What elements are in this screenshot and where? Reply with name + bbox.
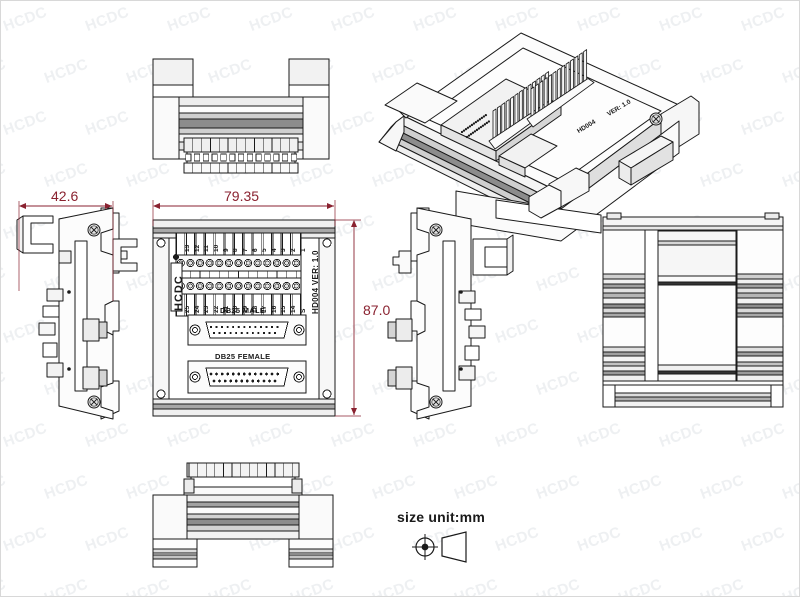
- terminal-number-bottom: 19: [241, 305, 249, 313]
- terminal-number-bottom: 15: [280, 305, 288, 313]
- terminal-number-bottom: 24: [193, 305, 201, 313]
- terminal-number-top: 2: [289, 248, 297, 252]
- terminal-number-top: 3: [280, 248, 288, 252]
- size-unit-note: size unit:mm: [397, 509, 485, 525]
- terminal-number-top: 12: [193, 244, 201, 252]
- terminal-number-top: 1: [299, 248, 307, 252]
- dimension-lines: [18, 200, 361, 417]
- view-bottom: [152, 462, 334, 568]
- terminal-number-top: 7: [241, 248, 249, 252]
- terminal-number-bottom: S: [299, 308, 307, 313]
- terminal-number-bottom: 18: [251, 305, 259, 313]
- terminal-number-bottom: 16: [270, 305, 278, 313]
- screwdriver-icon: [412, 531, 467, 563]
- view-left-side: [16, 207, 138, 420]
- terminal-number-bottom: 20: [232, 305, 240, 313]
- terminal-number-bottom: 22: [213, 305, 221, 313]
- terminal-number-top: 10: [213, 244, 221, 252]
- view-rear: [602, 212, 784, 408]
- terminal-number-top: 6: [251, 248, 259, 252]
- db25-male-label: DB25 MALE: [220, 306, 266, 315]
- terminal-number-top: 9: [222, 248, 230, 252]
- front-model-label: HD004 VER: 1.0: [311, 250, 320, 314]
- terminal-number-bottom: 23: [203, 305, 211, 313]
- terminal-number-top: 8: [232, 248, 240, 252]
- view-top: [152, 58, 330, 174]
- terminal-number-bottom: 17: [261, 305, 269, 313]
- view-right-side: [387, 207, 514, 420]
- view-front: [152, 219, 336, 417]
- terminal-number-bottom: 25: [184, 305, 192, 313]
- terminal-number-bottom: 21: [222, 305, 230, 313]
- terminal-number-top: 11: [203, 245, 211, 252]
- terminal-number-top: 4: [270, 248, 278, 252]
- view-isometric: [378, 32, 700, 242]
- dimension-79-35: 79.35: [224, 188, 260, 204]
- dimension-42-6: 42.6: [51, 188, 79, 204]
- dimension-87-0: 87.0: [363, 302, 391, 318]
- terminal-number-top: 13: [184, 244, 192, 252]
- terminal-number-top: 5: [261, 248, 269, 252]
- db25-female-label: DB25 FEMALE: [215, 352, 271, 361]
- terminal-number-bottom: 14: [289, 305, 297, 313]
